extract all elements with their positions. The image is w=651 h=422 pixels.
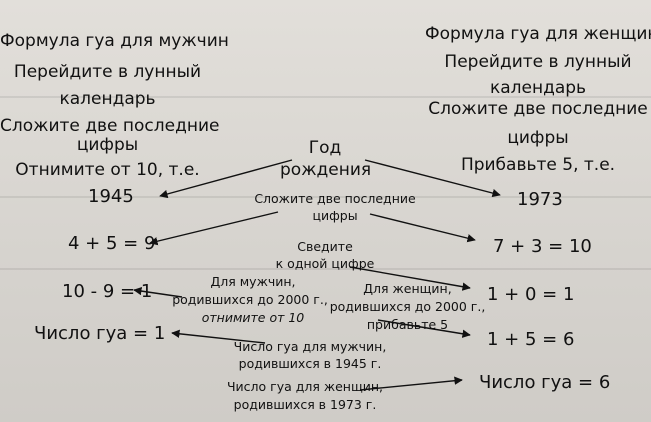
women-add: 1 + 5 = 6 bbox=[487, 329, 575, 350]
women-step2-line2: цифры bbox=[507, 128, 569, 148]
women-reduce: 1 + 0 = 1 bbox=[487, 284, 575, 305]
bleed-through-line bbox=[0, 96, 651, 98]
note-men-1945-line2: родившихся в 1945 г. bbox=[238, 356, 382, 371]
men-sum: 4 + 5 = 9 bbox=[68, 233, 156, 254]
reduce-instruction-line2: к одной цифре bbox=[275, 256, 375, 271]
birth-year-line1: Год bbox=[308, 138, 342, 158]
men-step3: Отнимите от 10, т.е. bbox=[15, 160, 200, 180]
note-men-2000-line2: родившихся до 2000 г., bbox=[172, 292, 328, 307]
sum-instruction-line1: Сложите две последние bbox=[254, 191, 416, 206]
note-women-1973-line1: Число гуа для женщин, bbox=[226, 379, 384, 394]
arrow-note-men-result bbox=[171, 329, 266, 344]
women-sum: 7 + 3 = 10 bbox=[493, 236, 592, 257]
arrow-reduce-to-women bbox=[349, 266, 471, 291]
note-women-2000-line1: Для женщин, bbox=[363, 281, 452, 296]
men-subtract: 10 - 9 = 1 bbox=[62, 281, 153, 302]
men-year: 1945 bbox=[88, 186, 134, 207]
men-formula-title: Формула гуа для мужчин bbox=[0, 31, 229, 51]
men-step1-line1: Перейдите в лунный bbox=[13, 62, 202, 82]
note-women-1973-line2: родившихся в 1973 г. bbox=[233, 397, 377, 412]
women-formula-title: Формула гуа для женщин bbox=[425, 24, 651, 44]
bleed-through-line bbox=[0, 268, 651, 270]
women-step2-line1: Сложите две последние bbox=[428, 99, 648, 119]
birth-year-line2: рождения bbox=[280, 160, 372, 180]
arrow-note-women-add bbox=[377, 319, 471, 338]
men-result: Число гуа = 1 bbox=[34, 323, 166, 344]
sum-instruction-line2: цифры bbox=[312, 208, 358, 223]
women-result: Число гуа = 6 bbox=[479, 372, 611, 393]
note-women-2000-line2: родившихся до 2000 г., bbox=[329, 299, 486, 314]
arrow-sum-to-women bbox=[369, 213, 476, 243]
note-men-1945-line1: Число гуа для мужчин, bbox=[233, 339, 387, 354]
note-men-2000-line3: отнимите от 10 bbox=[201, 310, 305, 325]
note-men-2000-line1: Для мужчин, bbox=[210, 274, 296, 289]
men-step2-line1: Сложите две последние bbox=[0, 116, 220, 136]
arrow-birthyear-to-1945 bbox=[159, 159, 293, 199]
women-step1-line1: Перейдите в лунный bbox=[444, 52, 632, 72]
men-step2-line2: цифры bbox=[76, 135, 139, 155]
note-women-2000-line3: прибавьте 5 bbox=[366, 317, 449, 332]
women-step3: Прибавьте 5, т.е. bbox=[460, 155, 616, 175]
reduce-instruction-line1: Сведите bbox=[297, 239, 353, 254]
arrow-note-women-result bbox=[359, 376, 463, 391]
bleed-through-line bbox=[0, 196, 651, 198]
arrow-note-men-subtract bbox=[133, 286, 183, 298]
women-year: 1973 bbox=[517, 189, 563, 210]
arrow-birthyear-to-1973 bbox=[364, 159, 501, 198]
men-step1-line2: календарь bbox=[59, 89, 156, 109]
women-step1-line2: календарь bbox=[489, 78, 587, 98]
arrow-sum-to-men bbox=[149, 211, 279, 246]
